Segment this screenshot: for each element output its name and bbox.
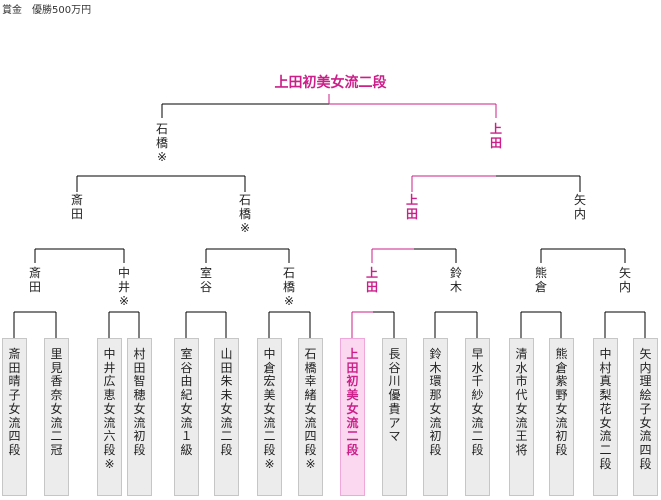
player-box: 清水市代女流王将	[509, 338, 534, 496]
player-box: 長谷川優貴アマ	[382, 338, 407, 496]
semifinal-name: 上田	[489, 122, 502, 150]
player-box: 里見香奈女流二冠	[44, 338, 69, 496]
player-box: 中倉宏美女流二段※	[257, 338, 282, 496]
quarterfinal-name: 斎田	[70, 193, 83, 221]
round2-name: 室谷	[199, 266, 212, 294]
round2-name: 矢内	[618, 266, 631, 294]
quarterfinal-name: 矢内	[573, 193, 586, 221]
prize-text: 賞金 優勝500万円	[2, 5, 92, 16]
player-box: 斎田晴子女流四段	[2, 338, 27, 496]
round2-name: 熊倉	[534, 266, 547, 294]
round2-name: 鈴木	[449, 266, 462, 294]
player-box: 矢内理絵子女流四段	[633, 338, 658, 496]
player-box: 中井広恵女流六段※	[97, 338, 122, 496]
player-box: 早水千紗女流二段	[465, 338, 490, 496]
round2-name: 斎田	[28, 266, 41, 294]
player-box: 中村真梨花女流二段	[593, 338, 618, 496]
player-box: 石橋幸緒女流四段※	[298, 338, 323, 496]
player-box: 村田智穂女流初段	[127, 338, 152, 496]
round2-name: 中井※	[117, 266, 130, 308]
round2-name: 上田	[365, 266, 378, 294]
round2-name: 石橋※	[282, 266, 295, 308]
semifinal-name: 石橋※	[155, 122, 168, 164]
player-box: 山田朱未女流二段	[214, 338, 239, 496]
player-box: 鈴木環那女流初段	[423, 338, 448, 496]
player-box-winner: 上田初美女流二段	[340, 338, 365, 496]
player-box: 熊倉紫野女流初段	[549, 338, 574, 496]
quarterfinal-name: 上田	[405, 193, 418, 221]
champion-name: 上田初美女流二段	[274, 75, 387, 91]
quarterfinal-name: 石橋※	[238, 193, 251, 235]
